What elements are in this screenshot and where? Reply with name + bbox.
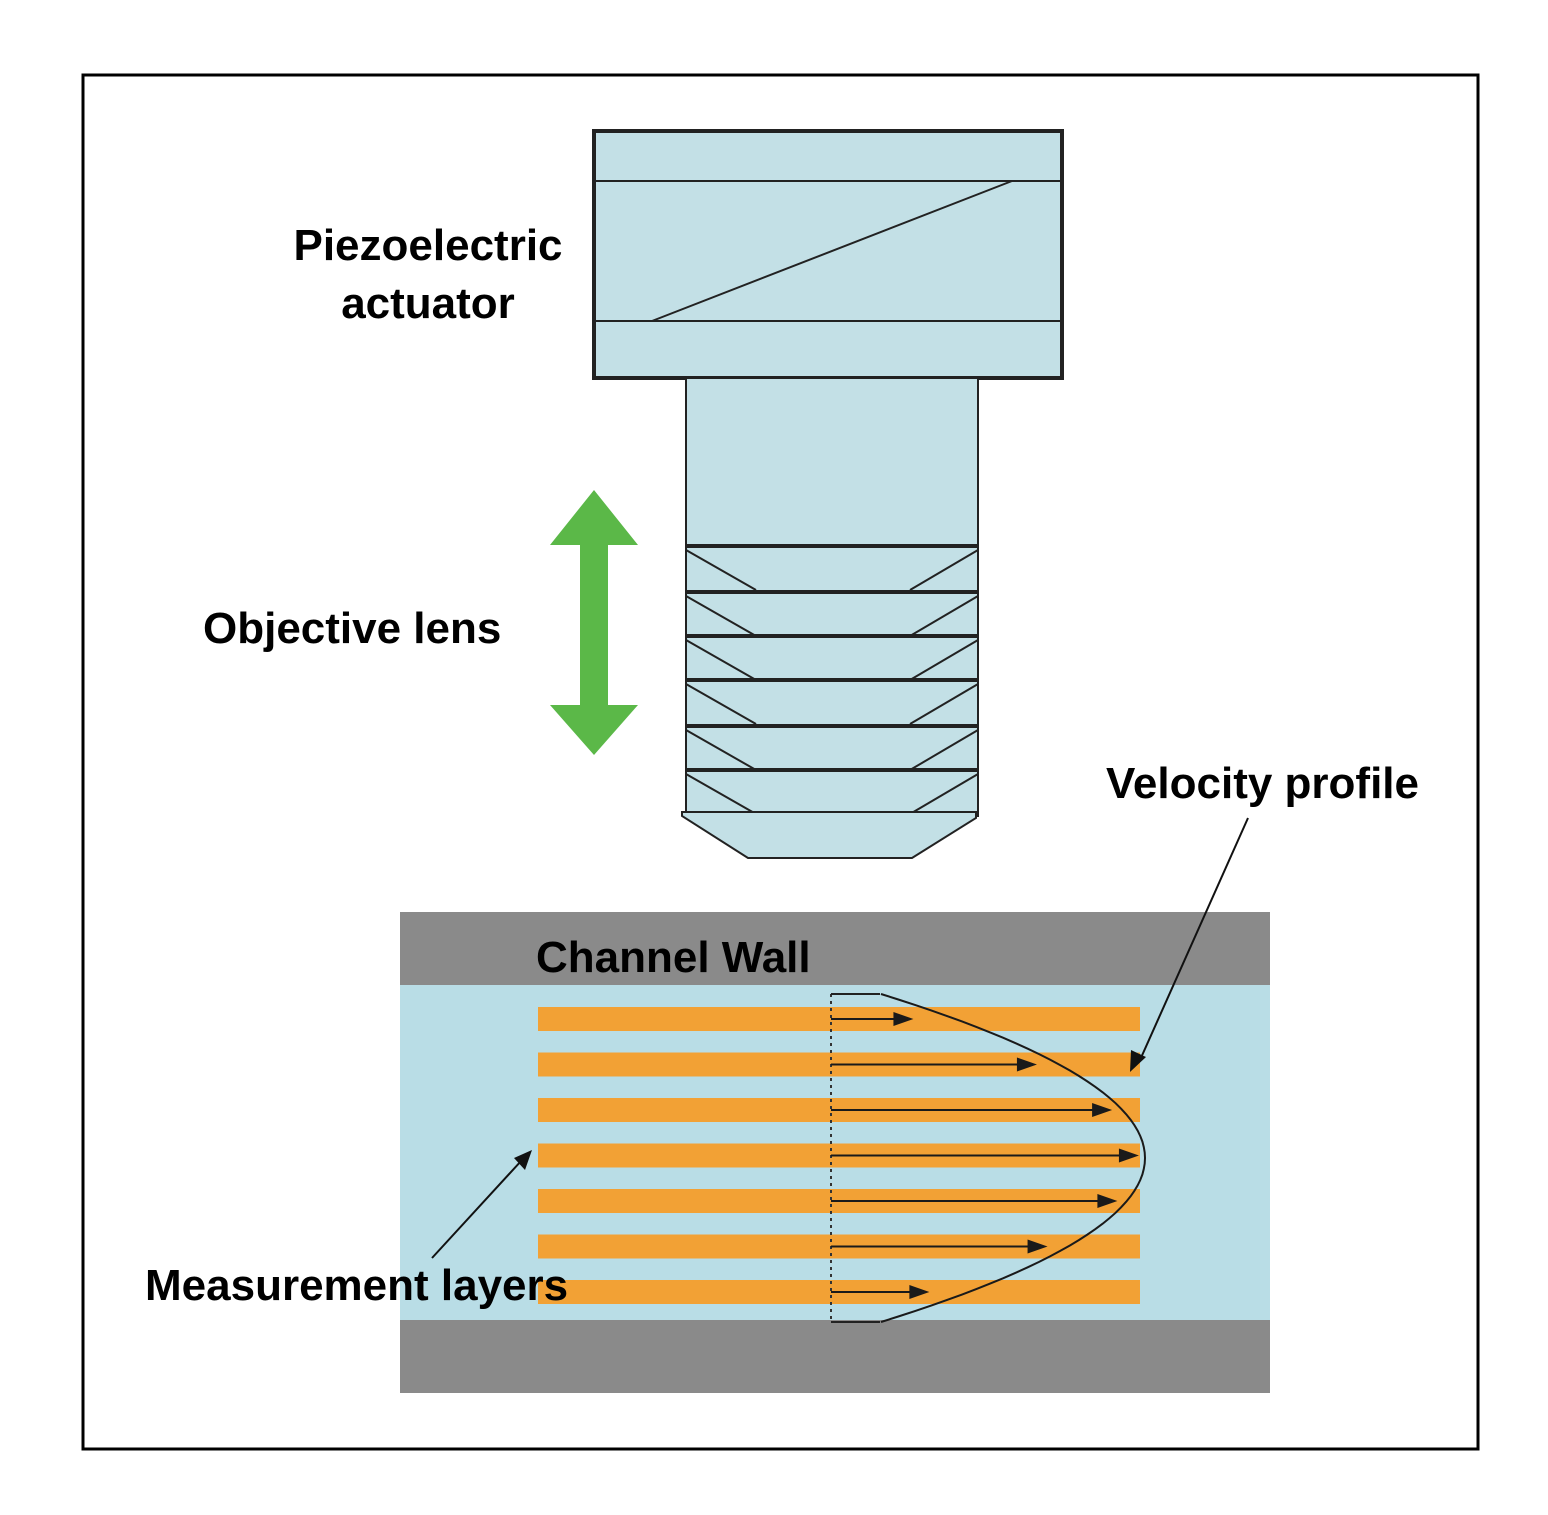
lens-ring-bevel-right — [909, 729, 979, 771]
lens-ring-bevel-left — [685, 549, 757, 591]
velocity-arrow-head — [893, 1012, 914, 1026]
lens-ring-bevel-left — [685, 683, 757, 725]
velocity-arrow-head — [1118, 1148, 1139, 1163]
actuator-zigzag — [596, 180, 1060, 322]
lens-ring-bevel-right — [909, 639, 979, 681]
channel-wall-bottom — [400, 1320, 1270, 1393]
lens-ring-bevel-right — [909, 549, 979, 591]
lens-rings — [685, 544, 979, 817]
piezoelectric-actuator — [592, 129, 1064, 380]
actuator-body — [592, 129, 1064, 380]
lens-ring — [685, 679, 979, 727]
measurement-layers-pointer-head — [514, 1150, 532, 1170]
channel-wall-label: Channel Wall — [536, 933, 811, 982]
objective-lens-label: Objective lens — [203, 604, 501, 653]
velocity-profile-pointer-head — [1130, 1050, 1146, 1072]
lens-barrel — [685, 377, 979, 547]
velocity-arrow-head — [1097, 1194, 1118, 1208]
velocity-arrow-head — [909, 1285, 930, 1299]
piezoelectric-label-line1: Piezoelectric — [293, 221, 562, 270]
lens-ring-bevel-right — [909, 595, 979, 637]
lens-ring-bevel-right — [909, 683, 979, 725]
lens-ring-bevel-left — [685, 773, 757, 815]
channel-wall-top — [400, 912, 1270, 985]
velocity-arrow-head — [1016, 1057, 1037, 1072]
lens-ring-bevel-left — [685, 639, 757, 681]
measurement-layers-pointer — [431, 1159, 523, 1259]
velocity-profile-pointer — [1139, 817, 1249, 1061]
lens-ring — [685, 769, 979, 817]
measurement-layers-label: Measurement layers — [145, 1261, 568, 1310]
lens-ring — [685, 545, 979, 593]
velocity-arrow-head — [1027, 1239, 1048, 1254]
velocity-profile-label: Velocity profile — [1106, 759, 1419, 808]
lens-ring-bevel-left — [685, 595, 757, 637]
lens-ring — [685, 725, 979, 773]
objective-lens — [681, 377, 979, 859]
piezoelectric-label-line2: actuator — [341, 279, 515, 328]
velocity-profile-curve — [880, 993, 1147, 1323]
double-headed-vertical-arrow-icon — [550, 490, 638, 755]
velocity-arrow-head — [1092, 1103, 1113, 1117]
lens-ring — [685, 591, 979, 639]
lens-ring-bevel-left — [685, 729, 757, 771]
velocity-arrows — [831, 1012, 1139, 1299]
lens-tip — [681, 811, 977, 859]
microchannel — [400, 912, 1270, 1393]
lens-ring — [685, 635, 979, 683]
lens-ring-bevel-right — [909, 773, 979, 815]
